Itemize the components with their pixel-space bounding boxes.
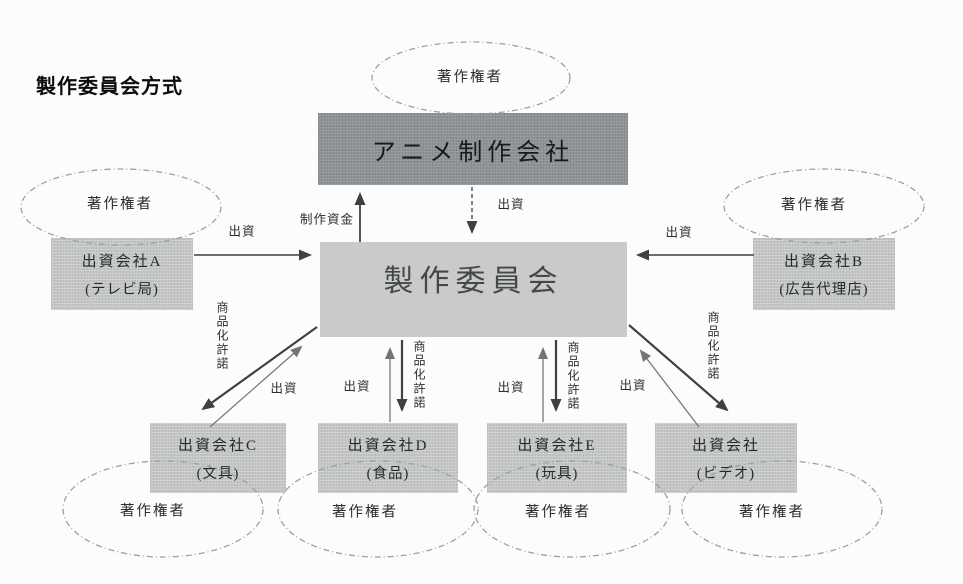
node-production-committee: 製作委員会	[320, 242, 627, 337]
edge-label-production-funds: 制作資金	[299, 212, 355, 227]
node-investor-c: 出資会社C (文具)	[150, 423, 286, 493]
node-production-committee-label: 製作委員会	[383, 265, 564, 298]
node-investor-d: 出資会社D (食品)	[318, 423, 458, 493]
node-investor-b-type: (広告代理店)	[779, 281, 869, 298]
edge-label-investment-video: 出資	[619, 378, 647, 393]
node-investor-e-type: (玩具)	[535, 465, 579, 482]
node-investor-video-name: 出資会社	[691, 437, 760, 454]
node-anime-production-company: アニメ制作会社	[318, 113, 628, 185]
node-investor-d-name: 出資会社D	[347, 437, 429, 454]
edge-label-license-c: 商品化許諾	[215, 301, 229, 371]
diagram-title: 製作委員会方式	[36, 76, 183, 98]
node-anime-production-company-label: アニメ制作会社	[371, 139, 575, 166]
edge-label-investment-top: 出資	[497, 197, 525, 212]
node-investor-b: 出資会社B (広告代理店)	[753, 238, 895, 310]
edge-label-investment-c: 出資	[270, 381, 298, 396]
edge-label-investment-d: 出資	[343, 379, 371, 394]
copyright-holder-label-bottom-4: 著作権者	[739, 504, 805, 521]
edge-label-investment-e: 出資	[497, 380, 525, 395]
edge-label-license-d: 商品化許諾	[412, 340, 426, 410]
arrow-investment-from-video	[639, 349, 700, 428]
node-investor-a-name: 出資会社A	[81, 253, 163, 270]
edge-label-license-e: 商品化許諾	[566, 341, 580, 411]
edge-label-license-video: 商品化許諾	[706, 311, 720, 381]
node-investor-a-type: (テレビ局)	[85, 281, 159, 298]
copyright-holder-label-bottom-1: 著作権者	[120, 503, 186, 520]
node-investor-c-name: 出資会社C	[177, 437, 258, 454]
copyright-holder-label-top: 著作権者	[437, 69, 503, 86]
node-investor-e: 出資会社E (玩具)	[487, 423, 627, 493]
node-investor-a: 出資会社A (テレビ局)	[51, 238, 193, 310]
copyright-holder-label-right: 著作権者	[781, 197, 847, 214]
edge-label-investment-a: 出資	[228, 224, 256, 239]
copyright-holder-label-left: 著作権者	[87, 196, 153, 213]
edge-label-investment-b: 出資	[665, 225, 693, 240]
node-investor-c-type: (文具)	[196, 465, 240, 482]
node-investor-video-type: (ビデオ)	[696, 465, 756, 482]
copyright-holder-label-bottom-2: 著作権者	[332, 504, 398, 521]
node-investor-b-name: 出資会社B	[783, 253, 864, 270]
node-investor-video: 出資会社 (ビデオ)	[655, 423, 797, 493]
copyright-holder-label-bottom-3: 著作権者	[525, 504, 591, 521]
node-investor-e-name: 出資会社E	[517, 437, 597, 454]
node-investor-d-type: (食品)	[366, 465, 410, 482]
